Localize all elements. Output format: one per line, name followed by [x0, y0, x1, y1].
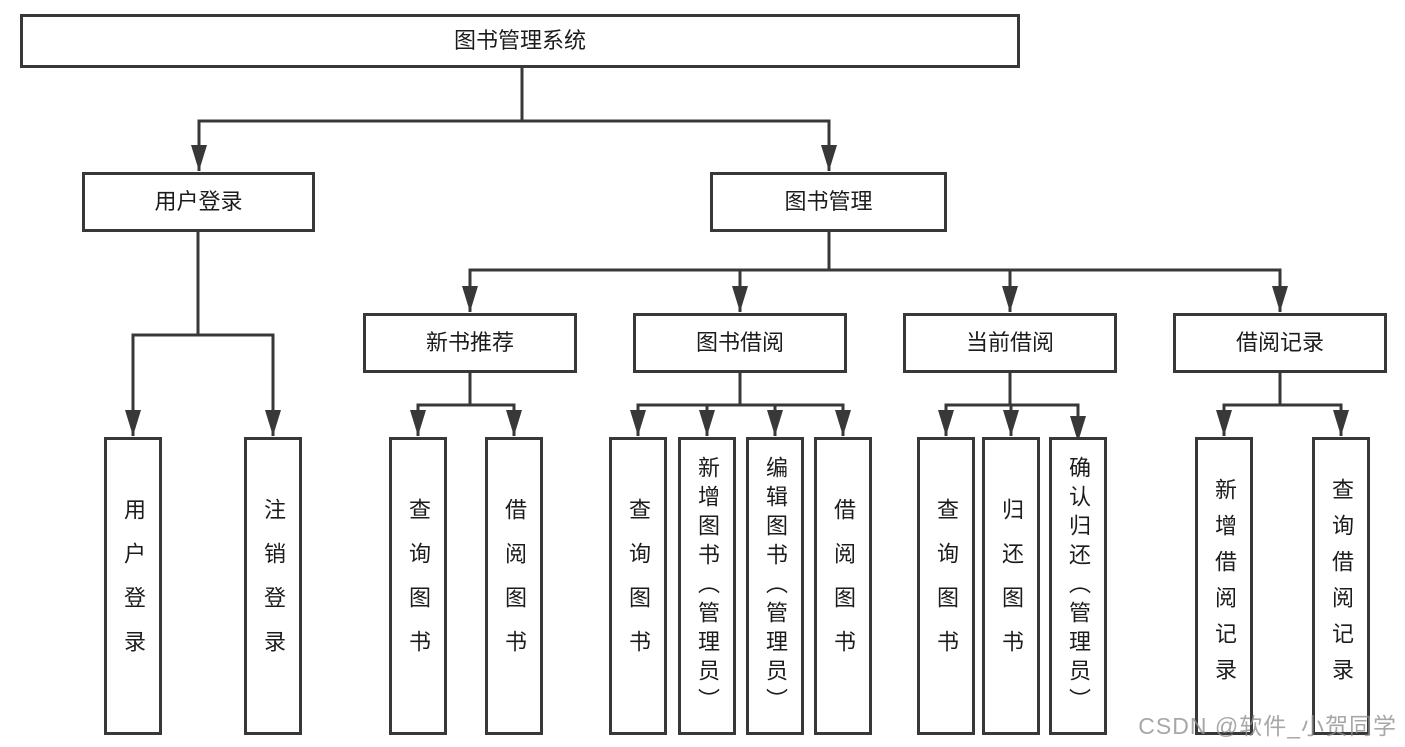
leaf-query-books-1: 查询图书: [389, 437, 447, 735]
edge-root-to-level2: [191, 68, 837, 171]
edge-book-management-children: [462, 232, 1288, 312]
leaf-query-books-3: 查询图书: [917, 437, 975, 735]
edge-current-borrow-children: [938, 373, 1086, 442]
node-current-borrow: 当前借阅: [903, 313, 1117, 373]
node-borrow-records: 借阅记录: [1173, 313, 1387, 373]
leaf-edit-books-admin: 编辑图书（管理员）: [746, 437, 804, 735]
edge-new-book-children: [410, 373, 522, 436]
edge-user-login-children: [125, 232, 281, 436]
node-new-book-recommend: 新书推荐: [363, 313, 577, 373]
leaf-return-books: 归还图书: [982, 437, 1040, 735]
leaf-add-borrow-record: 新增借阅记录: [1195, 437, 1253, 735]
node-book-borrow: 图书借阅: [633, 313, 847, 373]
leaf-user-login: 用户登录: [104, 437, 162, 735]
edge-book-borrow-children: [630, 373, 851, 436]
leaf-query-books-2: 查询图书: [609, 437, 667, 735]
leaf-logout: 注销登录: [244, 437, 302, 735]
node-user-login: 用户登录: [82, 172, 315, 232]
leaf-query-borrow-record: 查询借阅记录: [1312, 437, 1370, 735]
leaf-confirm-return-admin: 确认归还（管理员）: [1049, 437, 1107, 735]
node-book-management: 图书管理: [710, 172, 947, 232]
leaf-borrow-books-1: 借阅图书: [485, 437, 543, 735]
node-library-management-system: 图书管理系统: [20, 14, 1020, 68]
edge-borrow-records-children: [1216, 373, 1349, 436]
leaf-add-books-admin: 新增图书（管理员）: [678, 437, 736, 735]
leaf-borrow-books-2: 借阅图书: [814, 437, 872, 735]
